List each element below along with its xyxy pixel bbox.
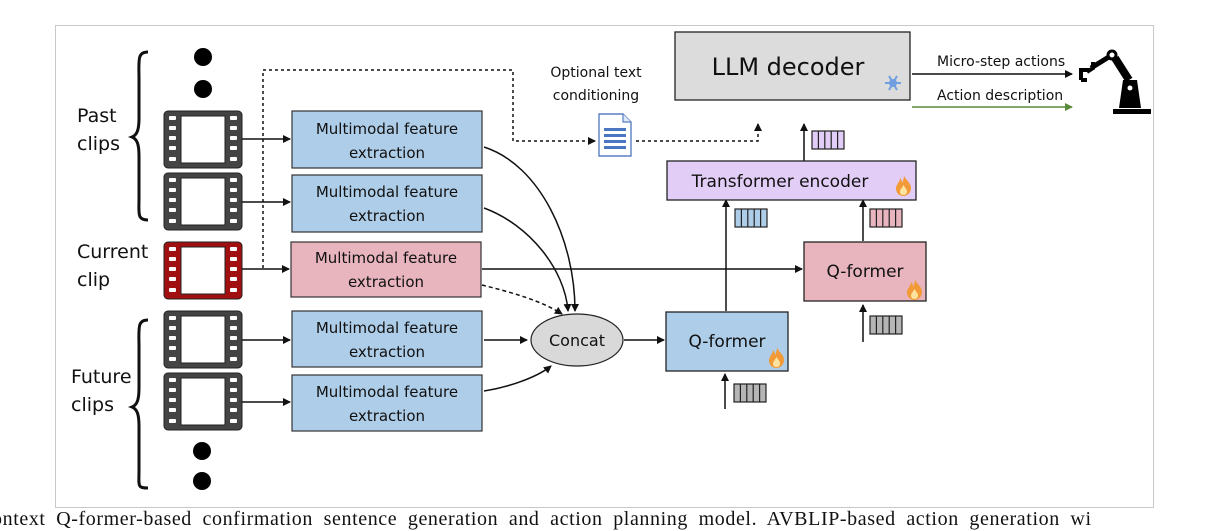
future-brace: [127, 318, 149, 490]
token-queries-icon-pink: [869, 208, 903, 228]
svg-text:extraction: extraction: [349, 144, 425, 162]
edge-current-concat-dashed: [481, 284, 563, 315]
token-queries-icon: [733, 383, 767, 403]
edge-past2-concat: [483, 207, 572, 312]
feature-box-future-1: Multimodal feature extraction: [291, 310, 483, 368]
svg-text:extraction: extraction: [349, 407, 425, 425]
svg-text:Multimodal feature: Multimodal feature: [316, 319, 458, 337]
past-label-line2: clips: [77, 133, 120, 155]
svg-text:Multimodal feature: Multimodal feature: [316, 120, 458, 138]
qformer-current: Q-former: [803, 241, 927, 302]
svg-text:extraction: extraction: [349, 207, 425, 225]
figure-caption: ontext Q-former-based confirmation sente…: [0, 508, 1092, 530]
film-strip-icon-current: [163, 241, 243, 300]
ellipsis-bottom: [193, 442, 211, 490]
future-label-line2: clips: [71, 394, 114, 416]
current-label-line1: Current: [77, 241, 148, 263]
future-clips-group: Future clips: [71, 318, 149, 490]
svg-text:Q-former: Q-former: [688, 332, 765, 352]
llm-decoder: LLM decoder: [674, 31, 911, 101]
ellipsis-top: [194, 48, 212, 98]
current-clip-group: Current clip: [77, 241, 148, 291]
film-strip-icon: [163, 110, 243, 169]
svg-text:Q-former: Q-former: [826, 262, 903, 282]
future-label-line1: Future: [71, 366, 132, 388]
svg-text:Micro-step actions: Micro-step actions: [937, 54, 1065, 70]
token-queries-icon-purple: [811, 130, 845, 150]
current-label-line2: clip: [77, 269, 110, 291]
concat-node: Concat: [530, 313, 624, 367]
film-strip-icon: [163, 172, 243, 231]
past-label-line1: Past: [77, 105, 117, 127]
edge-past1-concat: [483, 146, 579, 312]
optional-text-line1: Optional text: [550, 65, 642, 81]
svg-text:Multimodal feature: Multimodal feature: [315, 249, 457, 267]
feature-box-past-1: Multimodal feature extraction: [291, 110, 483, 169]
film-strip-icon: [163, 372, 243, 431]
qformer-context: Q-former: [665, 311, 789, 372]
output-micro-step: Micro-step actions: [912, 54, 1073, 78]
output-action-description: Action description: [912, 88, 1073, 111]
svg-text:Transformer encoder: Transformer encoder: [691, 172, 869, 192]
svg-text:Action description: Action description: [937, 88, 1063, 104]
svg-text:Multimodal feature: Multimodal feature: [316, 183, 458, 201]
robot-arm-icon: [1079, 49, 1151, 114]
past-clips-group: Past clips: [77, 50, 149, 222]
feature-box-current: Multimodal feature extraction: [290, 241, 482, 298]
optional-text-line2: conditioning: [553, 88, 639, 104]
film-strip-icon: [163, 310, 243, 369]
feature-box-future-2: Multimodal feature extraction: [291, 374, 483, 432]
svg-text:extraction: extraction: [348, 273, 424, 291]
past-brace: [127, 50, 149, 222]
snowflake-icon: [885, 75, 901, 91]
svg-text:Multimodal feature: Multimodal feature: [316, 383, 458, 401]
svg-text:Concat: Concat: [549, 331, 605, 350]
svg-text:LLM decoder: LLM decoder: [712, 53, 865, 81]
token-queries-icon-blue: [734, 208, 768, 228]
document-icon: [598, 113, 632, 157]
transformer-encoder: Transformer encoder: [666, 160, 917, 201]
optional-text-path: [262, 69, 762, 268]
token-queries-icon: [869, 315, 903, 335]
svg-text:extraction: extraction: [349, 343, 425, 361]
feature-box-past-2: Multimodal feature extraction: [291, 174, 483, 233]
edge-future2-concat: [483, 365, 552, 392]
